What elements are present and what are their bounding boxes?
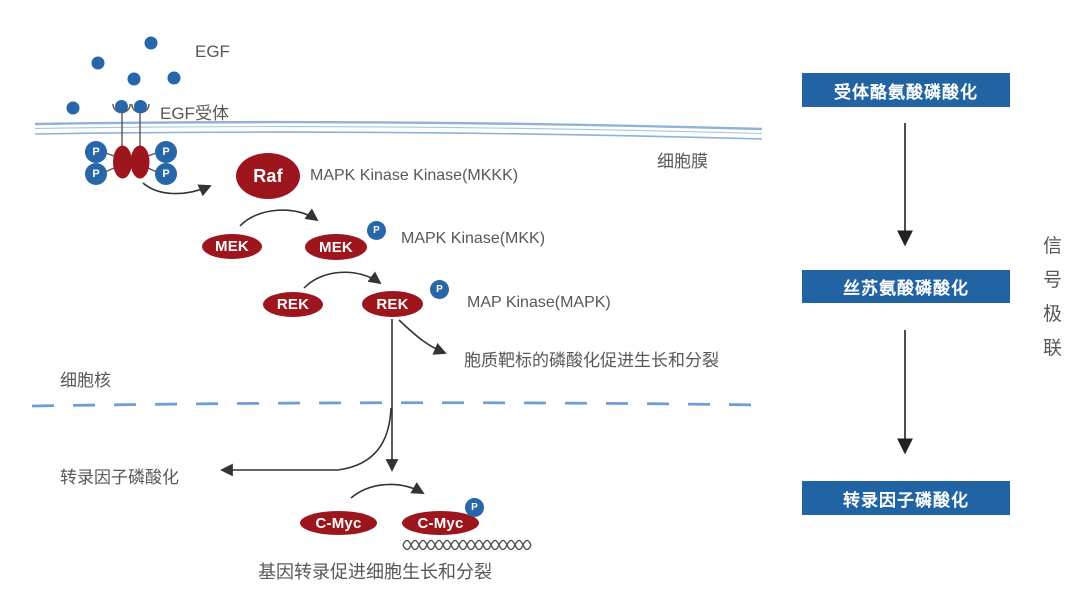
phosphate-letter: P bbox=[373, 225, 380, 236]
egf-receptor-icon bbox=[102, 100, 160, 179]
phosphate-badge: P bbox=[155, 141, 177, 163]
mapk-annotation: MAP Kinase(MAPK) bbox=[467, 294, 611, 311]
vertical-label-char: 号 bbox=[1043, 270, 1063, 291]
arrow-rek-to-cytoplasm-target bbox=[398, 319, 447, 355]
mek-phosphorylated-node: MEK bbox=[305, 234, 367, 260]
summary-box-label: 受体酪氨酸磷酸化 bbox=[834, 82, 978, 102]
cell-membrane-label: 细胞膜 bbox=[657, 152, 708, 171]
rek-node-label: REK bbox=[376, 295, 409, 313]
mek-node-label: MEK bbox=[319, 238, 353, 256]
phosphate-letter: P bbox=[471, 502, 478, 513]
phosphate-letter: P bbox=[92, 168, 100, 180]
gene-transcription-note: 基因转录促进细胞生长和分裂 bbox=[258, 562, 492, 582]
summary-box-receptor-tyrosine: 受体酪氨酸磷酸化 bbox=[802, 73, 1010, 107]
phosphate-badge: P bbox=[85, 163, 107, 185]
transcription-factor-note: 转录因子磷酸化 bbox=[60, 468, 179, 487]
phosphate-badge: P bbox=[465, 498, 484, 517]
mek-node: MEK bbox=[202, 234, 262, 259]
cmyc-node-label: C-Myc bbox=[417, 514, 464, 532]
phosphate-badge: P bbox=[155, 163, 177, 185]
arrow-receptor-to-raf bbox=[142, 182, 212, 197]
nucleus-label: 细胞核 bbox=[60, 371, 111, 390]
rek-node-label: REK bbox=[276, 296, 310, 313]
cmyc-node-label: C-Myc bbox=[315, 514, 362, 532]
rek-phosphorylated-node: REK bbox=[362, 291, 423, 317]
arrow-mek-to-rek bbox=[303, 271, 382, 289]
cell-membrane-icon bbox=[34, 120, 763, 140]
summary-box-label: 转录因子磷酸化 bbox=[843, 490, 969, 510]
arrow-branch-to-transcription-factor bbox=[220, 407, 392, 477]
egf-label: EGF bbox=[195, 42, 230, 61]
phosphate-letter: P bbox=[162, 146, 170, 158]
egf-receptor-label: EGF受体 bbox=[160, 104, 229, 123]
phosphate-letter: P bbox=[92, 146, 100, 158]
mkkk-annotation: MAPK Kinase Kinase(MKKK) bbox=[310, 167, 519, 184]
summary-box-ser-thr: 丝苏氨酸磷酸化 bbox=[802, 270, 1010, 303]
rek-node: REK bbox=[263, 292, 323, 317]
cmyc-node: C-Myc bbox=[300, 511, 377, 535]
arrow-raf-to-mek bbox=[239, 208, 319, 227]
summary-box-transcription-factor: 转录因子磷酸化 bbox=[802, 481, 1010, 515]
phosphate-letter: P bbox=[162, 168, 170, 180]
egf-ligand-dots bbox=[66, 36, 181, 115]
vertical-label-char: 信 bbox=[1043, 236, 1063, 257]
cytoplasm-target-note: 胞质靶标的磷酸化促进生长和分裂 bbox=[464, 351, 719, 370]
raf-node-label: Raf bbox=[253, 165, 283, 186]
vertical-label-char: 联 bbox=[1043, 338, 1063, 359]
summary-box-label: 丝苏氨酸磷酸化 bbox=[843, 279, 969, 298]
phosphate-badge: P bbox=[430, 280, 449, 299]
mkk-annotation: MAPK Kinase(MKK) bbox=[401, 230, 546, 247]
arrow-cmyc-phosphorylation bbox=[350, 482, 425, 499]
mek-node-label: MEK bbox=[215, 238, 249, 255]
phosphate-badge: P bbox=[367, 221, 386, 240]
phosphate-letter: P bbox=[436, 284, 443, 295]
vertical-label-char: 极 bbox=[1043, 304, 1063, 325]
nucleus-boundary-dashed-line bbox=[31, 401, 763, 408]
phosphate-badge: P bbox=[85, 141, 107, 163]
dna-helix-icon bbox=[402, 539, 532, 551]
signal-cascade-vertical-label: 信 号 极 联 bbox=[1043, 236, 1062, 359]
raf-node: Raf bbox=[236, 153, 300, 199]
cmyc-phosphorylated-node: C-Myc bbox=[402, 511, 479, 535]
